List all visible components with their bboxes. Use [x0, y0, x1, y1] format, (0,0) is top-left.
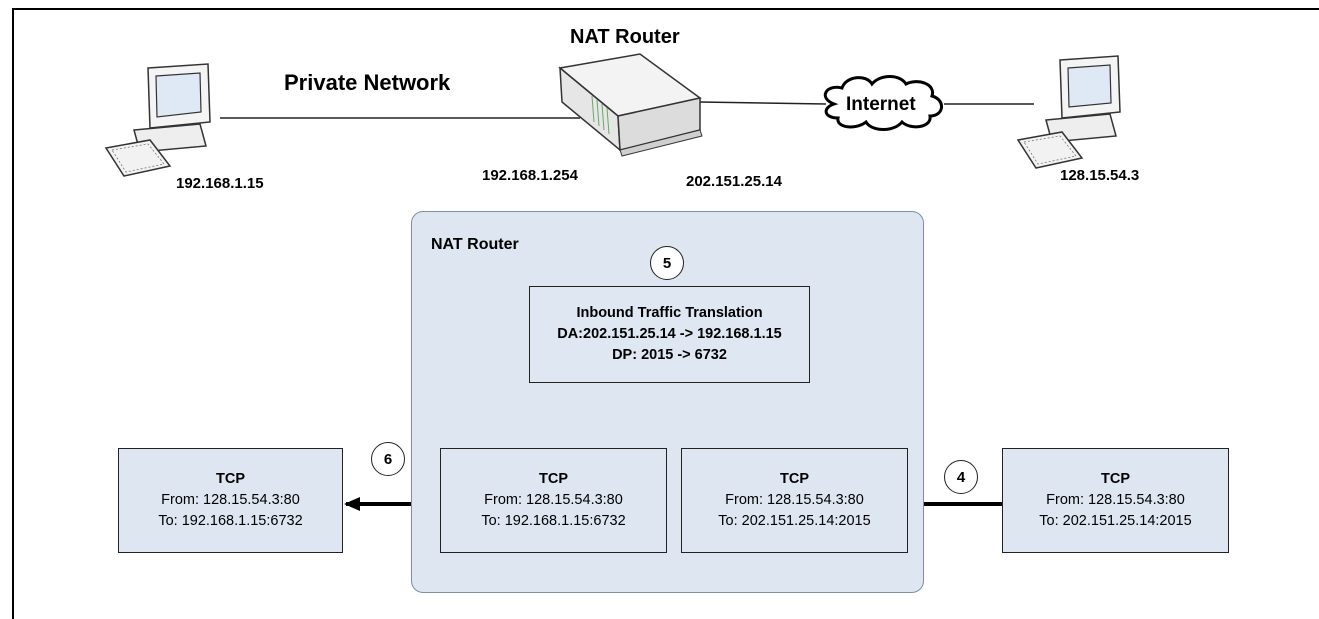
packet-box-client: TCP From: 128.15.54.3:80 To: 192.168.1.1… — [118, 448, 343, 553]
packet-to: To: 192.168.1.15:6732 — [481, 513, 626, 529]
packet-from: From: 128.15.54.3:80 — [484, 492, 623, 508]
packet-box-server: TCP From: 128.15.54.3:80 To: 202.151.25.… — [1002, 448, 1229, 553]
server-computer-icon — [1016, 55, 1121, 169]
panel-title: NAT Router — [431, 236, 519, 253]
server-ip-label: 128.15.54.3 — [1060, 167, 1140, 184]
packet-proto: TCP — [539, 471, 568, 487]
translation-title: Inbound Traffic Translation — [576, 305, 763, 321]
link-router-internet — [699, 101, 827, 105]
translation-dp: DP: 2015 -> 6732 — [612, 347, 727, 363]
packet-box-router-in: TCP From: 128.15.54.3:80 To: 202.151.25.… — [681, 448, 908, 553]
packet-proto: TCP — [216, 471, 245, 487]
router-title: NAT Router — [570, 26, 680, 48]
client-computer-icon — [104, 63, 211, 177]
internet-label: Internet — [846, 94, 916, 115]
router-outside-ip-label: 202.151.25.14 — [686, 173, 782, 190]
step-4-marker: 4 — [944, 460, 978, 494]
packet-from: From: 128.15.54.3:80 — [161, 492, 300, 508]
translation-da: DA:202.151.25.14 -> 192.168.1.15 — [557, 326, 782, 342]
packet-box-router-out: TCP From: 128.15.54.3:80 To: 192.168.1.1… — [440, 448, 667, 553]
step-6-marker: 6 — [371, 442, 405, 476]
private-network-label: Private Network — [284, 70, 451, 95]
router-inside-ip-label: 192.168.1.254 — [482, 167, 578, 184]
nat-router-icon — [558, 53, 703, 589]
packet-proto: TCP — [780, 471, 809, 487]
packet-from: From: 128.15.54.3:80 — [725, 492, 864, 508]
packet-to: To: 192.168.1.15:6732 — [158, 513, 303, 529]
client-ip-label: 192.168.1.15 — [176, 175, 264, 192]
packet-to: To: 202.151.25.14:2015 — [1039, 513, 1192, 529]
step-5-marker: 5 — [650, 246, 684, 280]
diagram-frame — [12, 8, 1319, 619]
internet-cloud-icon — [823, 75, 943, 131]
packet-to: To: 202.151.25.14:2015 — [718, 513, 871, 529]
packet-from: From: 128.15.54.3:80 — [1046, 492, 1185, 508]
translation-box: Inbound Traffic Translation DA:202.151.2… — [529, 286, 810, 383]
packet-proto: TCP — [1101, 471, 1130, 487]
